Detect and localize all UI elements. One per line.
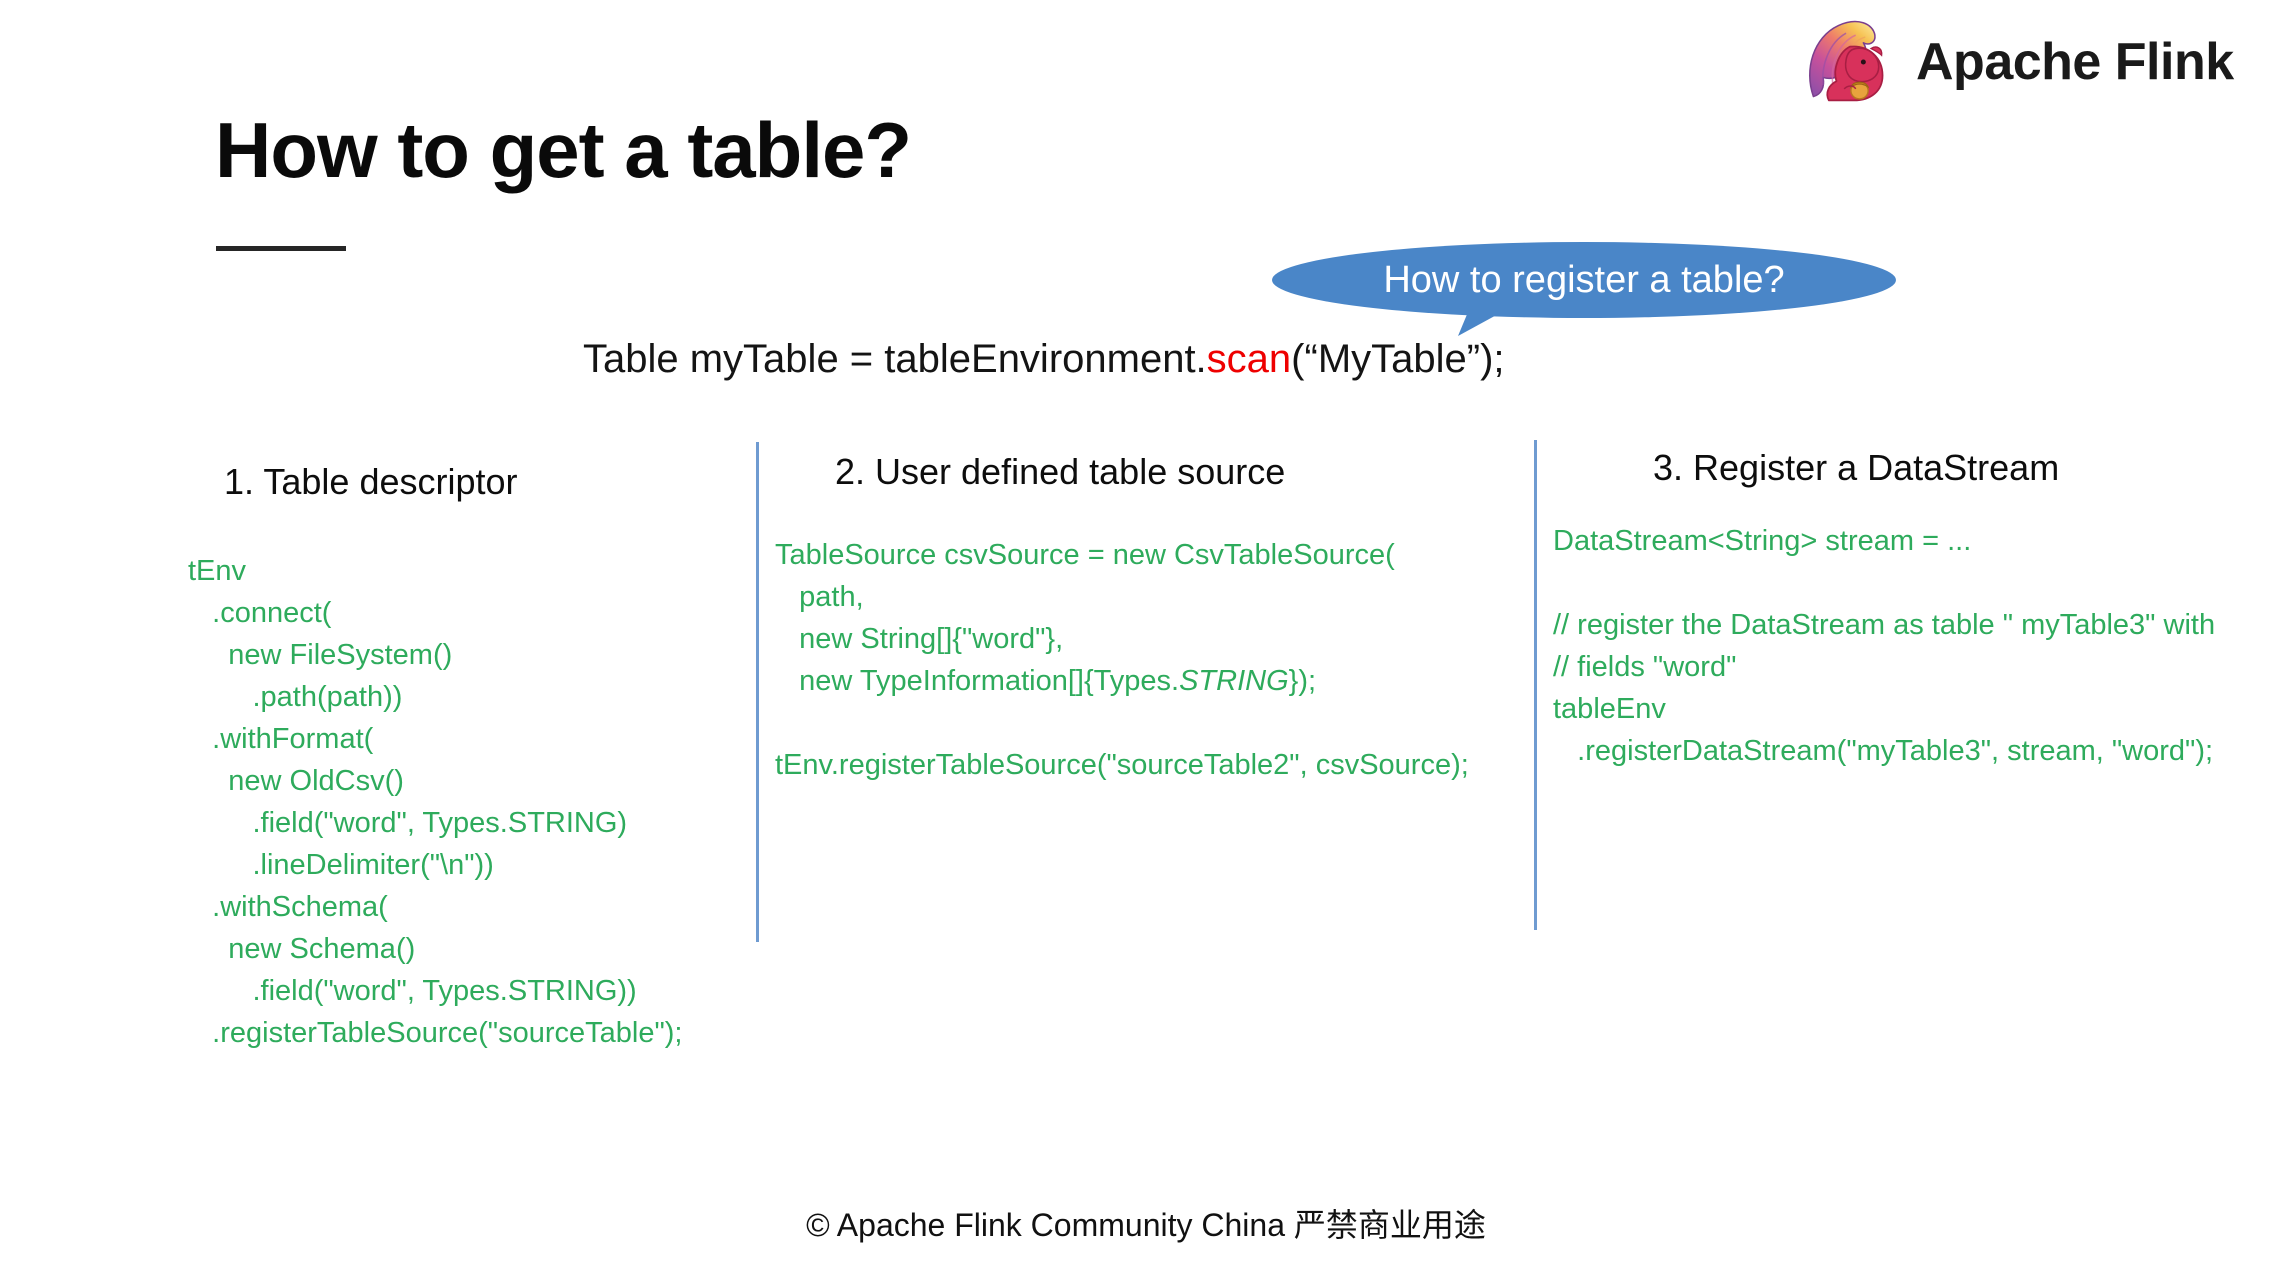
column-register-datastream: 3. Register a DataStream DataStream<Stri… bbox=[1553, 448, 2292, 772]
column-2-code-italic: STRING bbox=[1179, 664, 1289, 697]
callout-bubble: How to register a table? bbox=[1272, 242, 1896, 336]
column-divider-1 bbox=[756, 442, 759, 942]
scan-statement: Table myTable = tableEnvironment.scan(“M… bbox=[583, 337, 1505, 382]
column-2-code: TableSource csvSource = new CsvTableSour… bbox=[775, 534, 1535, 786]
column-table-descriptor: 1. Table descriptor tEnv .connect( new F… bbox=[188, 462, 748, 1054]
column-1-code: tEnv .connect( new FileSystem() .path(pa… bbox=[188, 554, 683, 1050]
page-title: How to get a table? bbox=[215, 106, 912, 194]
title-underline-rule bbox=[216, 246, 346, 251]
column-user-defined-table-source: 2. User defined table source TableSource… bbox=[775, 452, 1535, 786]
column-2-heading: 2. User defined table source bbox=[835, 451, 1286, 492]
column-3-heading: 3. Register a DataStream bbox=[1653, 447, 2060, 488]
brand-name: Apache Flink bbox=[1916, 33, 2234, 91]
column-divider-2 bbox=[1534, 440, 1537, 930]
apache-flink-brand: Apache Flink bbox=[1800, 14, 2234, 110]
slide-footer: © Apache Flink Community China 严禁商业用途 bbox=[806, 1207, 1486, 1243]
column-2-code-part2: }); tEnv.registerTableSource("sourceTabl… bbox=[775, 664, 1469, 781]
scan-statement-suffix: (“MyTable”); bbox=[1291, 337, 1505, 381]
scan-keyword: scan bbox=[1206, 337, 1292, 381]
scan-statement-prefix: Table myTable = tableEnvironment. bbox=[583, 337, 1207, 381]
column-1-heading: 1. Table descriptor bbox=[224, 461, 518, 502]
column-2-code-part1: TableSource csvSource = new CsvTableSour… bbox=[775, 538, 1395, 697]
flink-squirrel-icon bbox=[1800, 14, 1896, 110]
column-3-code: DataStream<String> stream = ... // regis… bbox=[1553, 524, 2216, 767]
